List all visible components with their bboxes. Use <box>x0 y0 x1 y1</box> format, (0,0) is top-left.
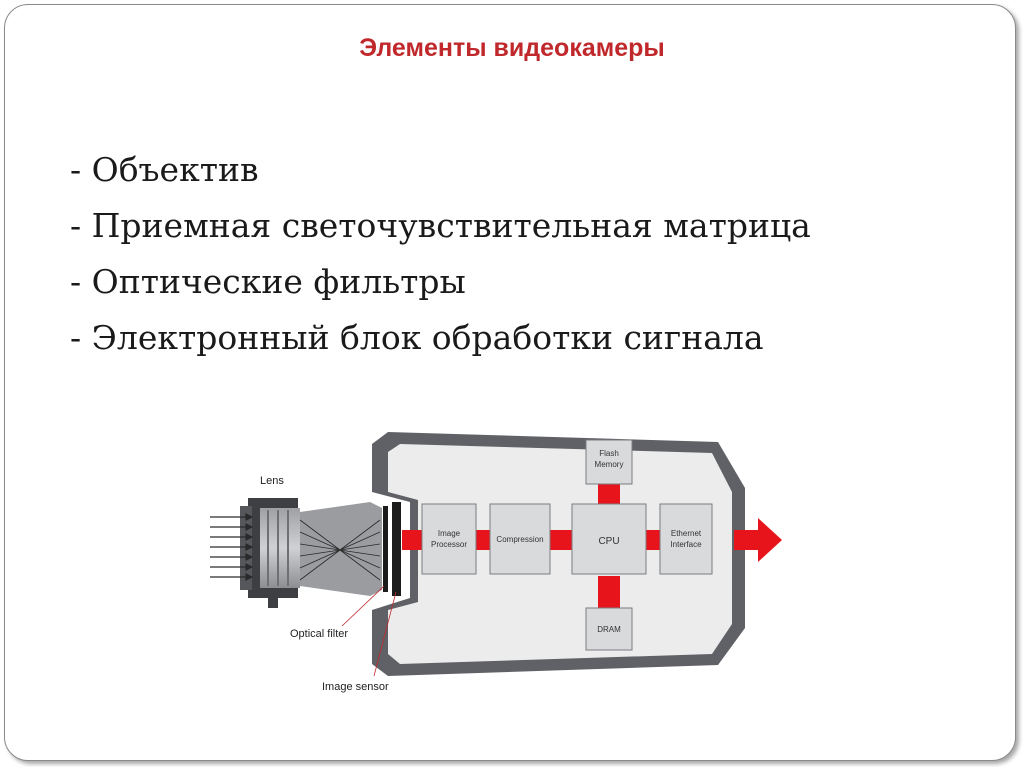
bullet-item-processing-unit: - Электронный блок обработки сигнала <box>70 318 764 357</box>
bullet-list: - Объектив - Приемная светочувствительна… <box>70 142 811 366</box>
bullet-item-sensor-matrix: - Приемная светочувствительная матрица <box>70 206 811 245</box>
label-optical-filter: Optical filter <box>290 628 348 640</box>
label-flash-memory-line1: Flash <box>599 449 619 458</box>
block-cpu <box>571 503 647 575</box>
label-compression: Compression <box>496 535 543 544</box>
incoming-light-arrows <box>210 513 254 581</box>
camera-diagram: Flash Memory Image Processor Compression… <box>210 432 782 693</box>
image-sensor <box>392 502 401 596</box>
label-dram: DRAM <box>597 625 621 634</box>
label-ethernet-interface-line1: Ethernet <box>671 529 702 538</box>
bullet-item-optical-filters: - Оптические фильтры <box>70 262 466 301</box>
output-arrow-icon <box>734 518 782 562</box>
image-sensor-pointer <box>373 591 397 677</box>
label-image-processor-line2: Processor <box>431 540 467 549</box>
signal-path <box>402 484 782 608</box>
label-lens: Lens <box>260 475 284 487</box>
slide-title: Элементы видеокамеры <box>359 34 665 62</box>
processing-blocks <box>421 439 713 651</box>
block-compression <box>489 503 551 575</box>
block-image-processor <box>421 503 477 575</box>
bullet-item-lens: - Объектив <box>70 150 259 189</box>
label-cpu: CPU <box>598 536 619 547</box>
optical-filter-pointer <box>341 585 385 627</box>
optical-filter <box>383 506 388 592</box>
block-ethernet-interface <box>659 503 713 575</box>
label-image-sensor: Image sensor <box>322 681 389 693</box>
block-dram <box>585 607 633 651</box>
lens-assembly <box>240 498 382 608</box>
label-ethernet-interface-line2: Interface <box>670 540 702 549</box>
block-flash-memory <box>585 439 633 485</box>
label-image-processor-line1: Image <box>438 529 461 538</box>
camera-housing <box>372 432 745 676</box>
label-flash-memory-line2: Memory <box>595 460 624 469</box>
